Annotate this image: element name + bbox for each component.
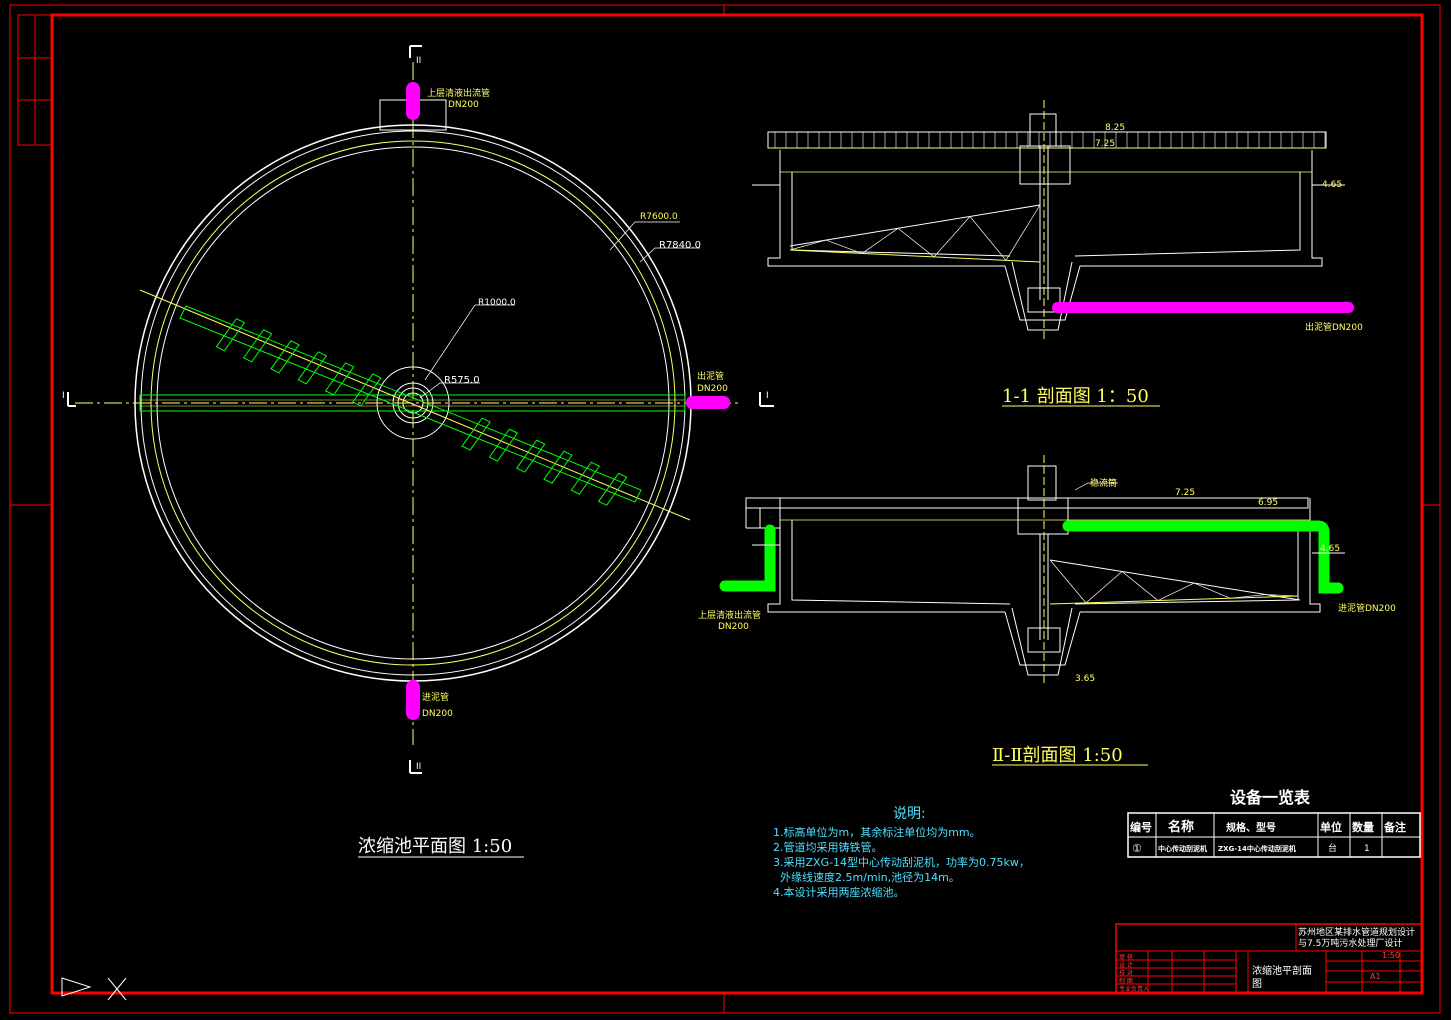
titleblock-project-line2: 与7.5万吨污水处理厂设计 — [1298, 937, 1402, 949]
section2-inlet-pipe — [1062, 520, 1344, 594]
section2-lvl-bottom: 3.65 — [1075, 674, 1095, 684]
section1-lvl-top: 8.25 — [1105, 123, 1125, 133]
scraper-blades — [215, 318, 628, 506]
equipment-header-qty: 数量 — [1352, 820, 1374, 834]
section2-left-pipe-dn: DN200 — [718, 622, 749, 632]
plan-right-pipe-label: 出泥管 — [697, 370, 724, 382]
section1-lvl-water: 7.25 — [1095, 139, 1115, 149]
section2-lvl-water: 7.25 — [1175, 488, 1195, 498]
equipment-row-qty: 1 — [1364, 844, 1370, 854]
plan-bottom-pipe-dn: DN200 — [422, 709, 453, 719]
plan-r-core-label: R575.0 — [444, 375, 480, 386]
plan-view: R7600.0 R7840.0 R1000.0 R575.0 上层清液出流管 D… — [62, 45, 774, 858]
plan-right-pipe-dn: DN200 — [697, 384, 728, 394]
titleblock-label-3: 校 对 — [1119, 969, 1133, 977]
equipment-header-no: 编号 — [1130, 820, 1152, 834]
notes-line-2: 2.管道均采用铸铁管。 — [773, 840, 883, 854]
section1-title: 1-1 剖面图 1：50 — [1002, 386, 1149, 407]
notes-line-4: 外缘线速度2.5m/min,池径为14m。 — [773, 870, 960, 884]
notes-heading: 说明: — [893, 806, 926, 822]
plan-sec-mark-left: I — [62, 391, 65, 401]
notes-line-1: 1.标高单位为m，其余标注单位均为mm。 — [773, 825, 981, 839]
plan-top-pipe — [406, 82, 420, 120]
plan-top-pipe-dn: DN200 — [448, 100, 479, 110]
plan-top-pipe-label: 上层清液出流管 — [427, 87, 490, 99]
titleblock-drawing-name-1: 浓缩池平剖面 — [1252, 964, 1312, 977]
plan-r-inner-label: R7600.0 — [640, 212, 678, 222]
section2-lvl-top: 6.95 — [1258, 498, 1278, 508]
equipment-row-no: ① — [1132, 842, 1142, 855]
section1-lvl-ground: 4.65 — [1322, 180, 1342, 190]
equipment-header-unit: 单位 — [1320, 820, 1342, 834]
titleblock-sheet: A1 — [1370, 972, 1381, 981]
equipment-table: 设备一览表 编号 名称 规格、型号 单位 数量 备注 ① 中心传动刮泥机 ZXG… — [1127, 788, 1421, 858]
plan-bottom-pipe-label: 进泥管 — [422, 691, 449, 703]
section2-outlet-pipe — [719, 524, 776, 592]
plan-r-center-label: R1000.0 — [478, 298, 516, 308]
section1-pipe-label: 出泥管DN200 — [1305, 321, 1363, 333]
titleblock-label-2: 设 计 — [1119, 961, 1133, 969]
titleblock-label-1: 审 核 — [1119, 953, 1133, 961]
equipment-row-name: 中心传动刮泥机 — [1158, 844, 1207, 853]
plan-right-pipe — [686, 396, 730, 409]
equipment-row-unit: 台 — [1328, 842, 1337, 854]
titleblock-project-line1: 苏州地区某排水管道规划设计 — [1298, 926, 1415, 938]
title-block: 苏州地区某排水管道规划设计 与7.5万吨污水处理厂设计 浓缩池平剖面 图 1:5… — [1115, 923, 1423, 994]
plan-title: 浓缩池平面图 1:50 — [358, 836, 512, 857]
notes-line-3: 3.采用ZXG-14型中心传动刮泥机，功率为0.75kw， — [773, 855, 1030, 869]
titleblock-label-5: 专业负责人 — [1119, 985, 1149, 993]
titleblock-drawing-name-2: 图 — [1252, 978, 1262, 990]
equipment-header-remark: 备注 — [1383, 820, 1406, 834]
section1-sludge-pipe — [1052, 302, 1354, 313]
equipment-header-spec: 规格、型号 — [1226, 821, 1276, 834]
section-2-2: 稳流筒 7.25 6.95 4.65 3.65 上层清液出流管 DN200 进泥… — [698, 455, 1396, 766]
equipment-row-spec: ZXG-14中心传动刮泥机 — [1218, 844, 1296, 853]
equipment-title: 设备一览表 — [1230, 788, 1311, 807]
section2-title: Ⅱ-Ⅱ剖面图 1:50 — [992, 745, 1123, 766]
section2-left-pipe-label: 上层清液出流管 — [698, 609, 761, 621]
section2-lvl-ground: 4.65 — [1320, 544, 1340, 554]
section-1-1: 8.25 7.25 4.65 出泥管DN200 1-1 剖面图 1：50 — [752, 100, 1363, 407]
equipment-header-name: 名称 — [1168, 819, 1194, 835]
plan-r-outer-label: R7840.0 — [659, 240, 701, 251]
plan-sec-mark-top: II — [416, 56, 421, 66]
section2-tube-label: 稳流筒 — [1090, 477, 1117, 489]
section1-railing — [774, 132, 1326, 148]
plan-sec-mark-bottom: II — [416, 762, 421, 772]
outer-frame — [9, 4, 1441, 1014]
titleblock-label-4: 制 图 — [1119, 977, 1133, 985]
notes-line-5: 4.本设计采用两座浓缩池。 — [773, 885, 905, 899]
section2-right-pipe-label: 进泥管DN200 — [1338, 602, 1396, 614]
notes-block: 说明: 1.标高单位为m，其余标注单位均为mm。 2.管道均采用铸铁管。 3.采… — [773, 806, 1030, 899]
titleblock-scale: 1:50 — [1382, 951, 1400, 960]
plan-sec-mark-right: I — [766, 391, 769, 401]
section1-truss — [789, 204, 1041, 261]
plan-bottom-pipe — [406, 680, 420, 720]
